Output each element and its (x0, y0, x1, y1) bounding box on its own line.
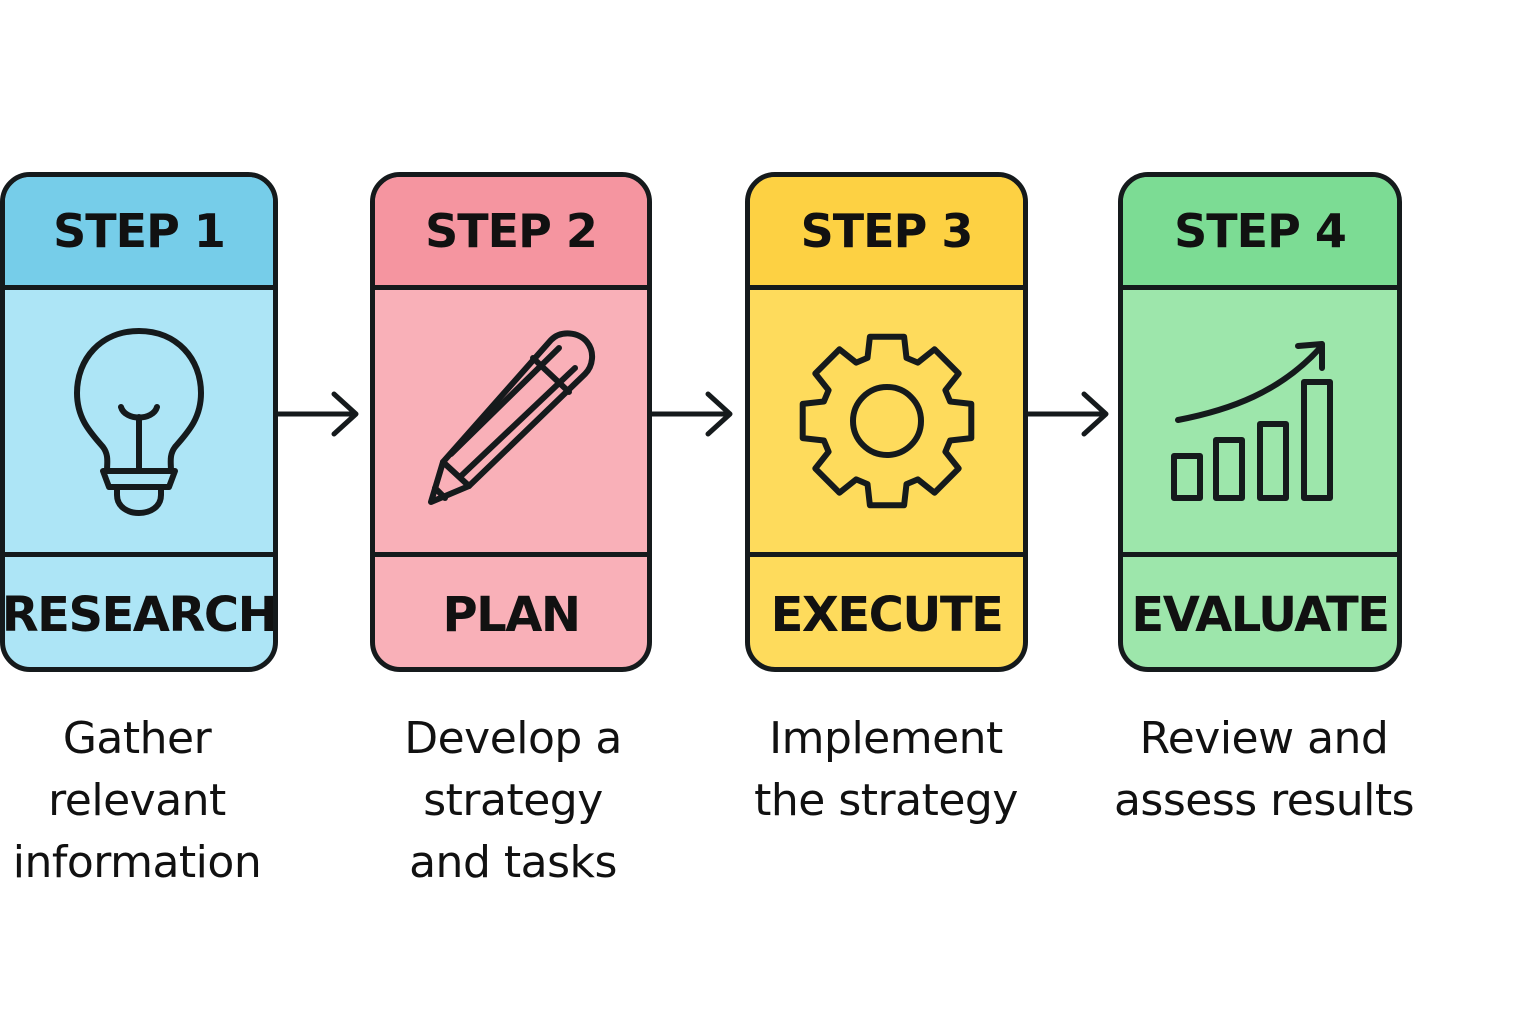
step-2-icon-area (375, 290, 647, 557)
step-4-title: EVALUATE (1131, 586, 1390, 643)
arrow-2-icon (652, 391, 733, 437)
desc-line: information (12, 837, 262, 888)
step-1-description: Gather relevant information (0, 708, 307, 894)
growth-chart-icon (1171, 341, 1333, 501)
step-2-description: Develop a strategy and tasks (343, 708, 683, 894)
step-2-card: STEP 2 PLAN (370, 172, 652, 672)
step-3-title: EXECUTE (770, 586, 1004, 643)
lightbulb-icon (74, 328, 204, 516)
step-2-title: PLAN (442, 586, 581, 643)
arrow-3-icon (1028, 391, 1109, 437)
gear-icon (799, 333, 974, 509)
desc-line: Review and (1139, 713, 1389, 764)
step-4-icon-area (1123, 290, 1397, 557)
step-2-label: STEP 2 (375, 177, 647, 290)
step-4-card: STEP 4 EVALUATE (1118, 172, 1402, 672)
desc-line: relevant (48, 775, 226, 826)
pencil-icon (428, 330, 595, 505)
step-4-description: Review and assess results (1094, 708, 1434, 832)
step-3-label: STEP 3 (750, 177, 1023, 290)
desc-line: Develop a (404, 713, 622, 764)
desc-line: assess results (1113, 775, 1415, 826)
step-1-icon-area (5, 290, 273, 557)
desc-line: and tasks (409, 837, 617, 888)
desc-line: Gather (62, 713, 212, 764)
step-3-card: STEP 3 EXECUTE (745, 172, 1028, 672)
desc-line: Implement (769, 713, 1003, 764)
step-3-icon-area (750, 290, 1023, 557)
step-1-label: STEP 1 (5, 177, 273, 290)
step-1-title: RESEARCH (1, 586, 277, 643)
arrow-1-icon (278, 391, 359, 437)
step-1-card: STEP 1 RESEARCH (0, 172, 278, 672)
desc-line: strategy (423, 775, 603, 826)
step-4-label: STEP 4 (1123, 177, 1397, 290)
desc-line: the strategy (754, 775, 1018, 826)
step-3-description: Implement the strategy (716, 708, 1056, 832)
